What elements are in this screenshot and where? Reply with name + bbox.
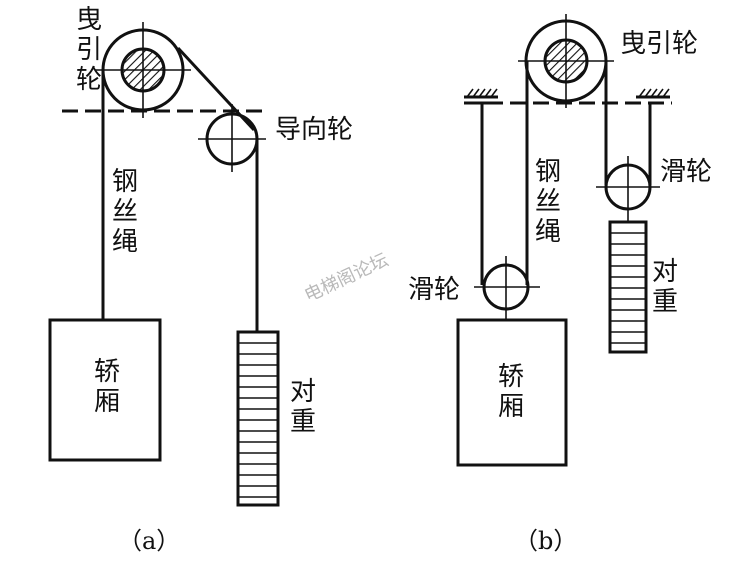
label-counterweight-a: 对重 [290, 377, 316, 437]
car-a [48, 318, 162, 462]
diagram-a: 曳引轮 导向轮 钢丝绳 轿厢 对重 （a） [48, 5, 353, 555]
caption-a: （a） [118, 527, 180, 555]
rope-anchor-right-b [636, 88, 670, 99]
label-counterweight-b: 对重 [652, 257, 678, 317]
rope-sheave-to-guide-a [176, 46, 256, 132]
diagram-b: 曳引轮 钢丝绳 滑轮 滑轮 对重 轿厢 （b） [408, 14, 712, 555]
car-b [456, 318, 568, 467]
label-car-a: 轿厢 [94, 357, 120, 417]
watermark: 电梯阁论坛 [301, 249, 391, 306]
label-traction-wheel-b: 曳引轮 [620, 29, 698, 59]
counterweight-pulley-b [596, 156, 660, 222]
label-traction-wheel-a: 曳引轮 [76, 5, 102, 95]
traction-sheave-a [95, 22, 191, 118]
rope-anchor-left-b [464, 88, 498, 105]
car-pulley-b [474, 256, 540, 320]
counterweight-a [236, 330, 280, 507]
counterweight-b [608, 220, 648, 354]
label-car-b: 轿厢 [498, 362, 524, 422]
label-guide-wheel-a: 导向轮 [275, 115, 353, 145]
label-rope-b: 钢丝绳 [535, 157, 561, 247]
label-rope-a: 钢丝绳 [112, 167, 138, 257]
traction-sheave-b [518, 14, 614, 108]
label-pulley-cw-b: 滑轮 [660, 157, 712, 187]
label-pulley-car-b: 滑轮 [408, 275, 460, 305]
caption-b: （b） [514, 527, 577, 555]
